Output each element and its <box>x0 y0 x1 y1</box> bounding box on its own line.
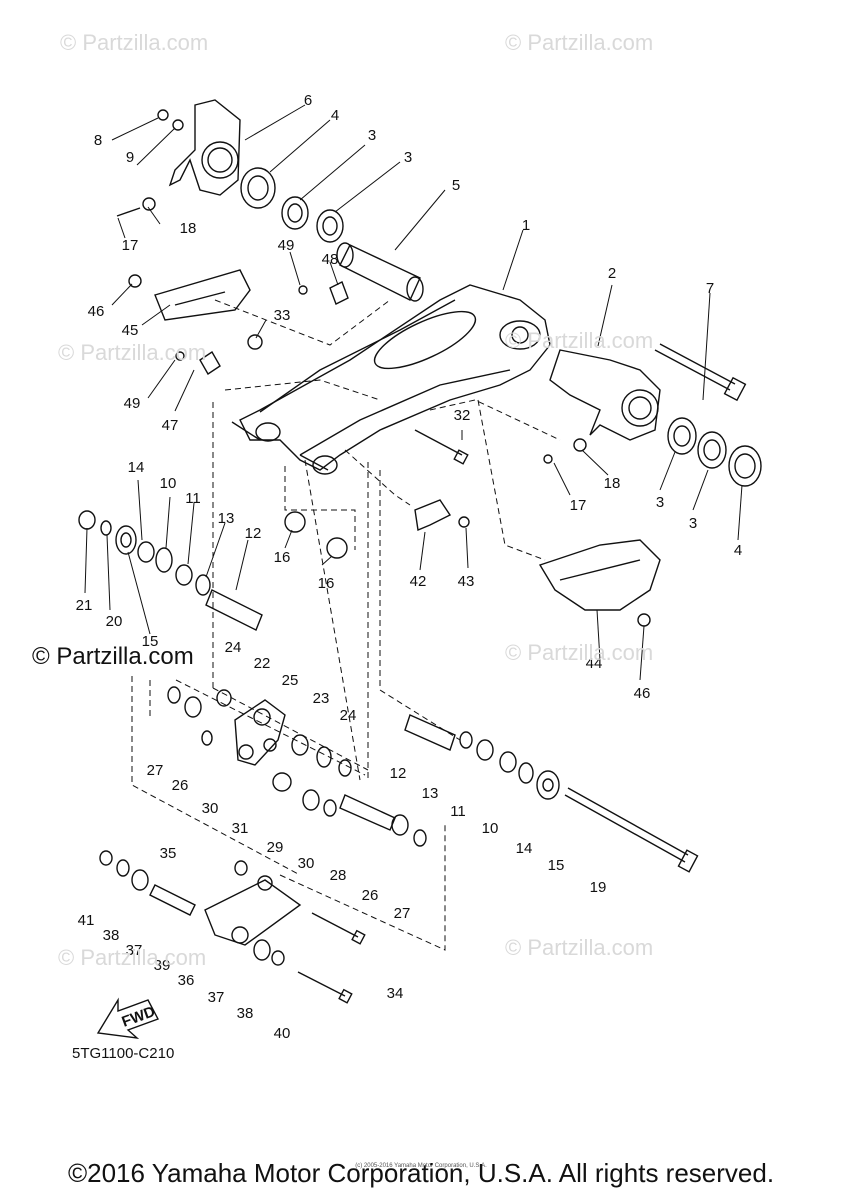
part-callout-40: 40 <box>274 1025 291 1042</box>
part-callout-49: 49 <box>278 237 295 254</box>
bolt-19 <box>564 787 689 863</box>
part-callout-24: 24 <box>340 707 357 724</box>
part-callout-46: 46 <box>88 303 105 320</box>
diagram-code: 5TG1100-C210 <box>72 1045 175 1062</box>
part-callout-18: 18 <box>604 475 621 492</box>
part-callout-32: 32 <box>454 407 471 424</box>
part-callout-45: 45 <box>122 322 139 339</box>
part-callout-15: 15 <box>142 633 159 650</box>
part-callout-47: 47 <box>162 417 179 434</box>
watermark: © Partzilla.com <box>505 30 654 55</box>
watermark-strong: © Partzilla.com <box>32 643 194 670</box>
part-callout-11: 11 <box>450 803 466 820</box>
relay-arm <box>234 699 286 766</box>
part-callout-2: 2 <box>608 265 616 282</box>
part-callout-3: 3 <box>404 149 412 166</box>
part-callout-35: 35 <box>160 845 177 862</box>
part-callout-30: 30 <box>298 855 315 872</box>
part-callout-26: 26 <box>362 887 379 904</box>
copyright-footer: ©2016 Yamaha Motor Corporation, U.S.A. A… <box>67 1158 775 1188</box>
part-callout-10: 10 <box>160 475 177 492</box>
part-callout-34: 34 <box>387 985 404 1002</box>
chain-guard <box>538 539 661 611</box>
part-callout-24: 24 <box>225 639 242 656</box>
connecting-rod <box>204 879 302 946</box>
part-callout-27: 27 <box>394 905 411 922</box>
part-callout-46: 46 <box>634 685 651 702</box>
part-callout-12: 12 <box>245 525 262 542</box>
part-callout-4: 4 <box>331 107 339 124</box>
part-callout-17: 17 <box>122 237 139 254</box>
part-callout-33: 33 <box>274 307 291 324</box>
tiny-copyright-notice: (c) 2005-2016 Yamaha Motor Corporation, … <box>355 1163 487 1169</box>
part-callout-11: 11 <box>185 490 201 507</box>
part-callout-21: 21 <box>76 597 93 614</box>
part-callout-13: 13 <box>218 510 235 527</box>
part-callout-3: 3 <box>368 127 376 144</box>
part-callout-27: 27 <box>147 762 164 779</box>
part-callout-6: 6 <box>304 92 312 109</box>
collar-5 <box>339 244 421 301</box>
part-callout-37: 37 <box>208 989 225 1006</box>
part-callout-38: 38 <box>103 927 120 944</box>
pivot-shaft-bolt <box>654 343 736 391</box>
part-callout-29: 29 <box>267 839 284 856</box>
part-callout-10: 10 <box>482 820 499 837</box>
part-callout-19: 19 <box>590 879 607 896</box>
chain-adjuster-bracket-left <box>168 99 241 196</box>
part-callout-12: 12 <box>390 765 407 782</box>
part-callout-22: 22 <box>254 655 271 672</box>
part-callout-36: 36 <box>178 972 195 989</box>
watermark: © Partzilla.com <box>505 640 654 665</box>
part-callout-44: 44 <box>586 655 603 672</box>
part-callout-14: 14 <box>128 459 145 476</box>
part-callout-16: 16 <box>274 549 291 566</box>
watermark: © Partzilla.com <box>505 935 654 960</box>
part-callout-3: 3 <box>656 494 664 511</box>
part-callout-39: 39 <box>154 957 171 974</box>
part-callout-15: 15 <box>548 857 565 874</box>
part-callout-26: 26 <box>172 777 189 794</box>
swingarm-body <box>239 284 551 471</box>
part-callout-25: 25 <box>282 672 299 689</box>
part-callout-16: 16 <box>318 575 335 592</box>
part-callout-48: 48 <box>322 251 339 268</box>
chain-adjuster-bracket-right <box>549 349 661 441</box>
part-callout-17: 17 <box>570 497 587 514</box>
part-callout-31: 31 <box>232 820 249 837</box>
watermark: © Partzilla.com <box>58 340 207 365</box>
part-callout-41: 41 <box>78 912 95 929</box>
part-callout-9: 9 <box>126 149 134 166</box>
part-callout-1: 1 <box>522 217 530 234</box>
collar-12-left <box>205 589 263 631</box>
part-callout-5: 5 <box>452 177 460 194</box>
part-callout-28: 28 <box>330 867 347 884</box>
watermark: © Partzilla.com <box>505 328 654 353</box>
fwd-arrow-icon: FWD <box>96 997 159 1039</box>
part-callout-20: 20 <box>106 613 123 630</box>
part-callout-23: 23 <box>313 690 330 707</box>
part-callout-37: 37 <box>126 942 143 959</box>
part-callout-38: 38 <box>237 1005 254 1022</box>
part-callout-8: 8 <box>94 132 102 149</box>
part-callout-14: 14 <box>516 840 533 857</box>
watermark: © Partzilla.com <box>60 30 209 55</box>
part-callout-42: 42 <box>410 573 427 590</box>
part-callout-49: 49 <box>124 395 141 412</box>
chain-guide <box>154 269 251 321</box>
part-callout-18: 18 <box>180 220 197 237</box>
part-callout-4: 4 <box>734 542 742 559</box>
watermark: © Partzilla.com <box>58 945 207 970</box>
part-callout-30: 30 <box>202 800 219 817</box>
part-callout-7: 7 <box>706 280 714 297</box>
part-callout-43: 43 <box>458 573 475 590</box>
part-callout-3: 3 <box>689 515 697 532</box>
part-callout-13: 13 <box>422 785 439 802</box>
